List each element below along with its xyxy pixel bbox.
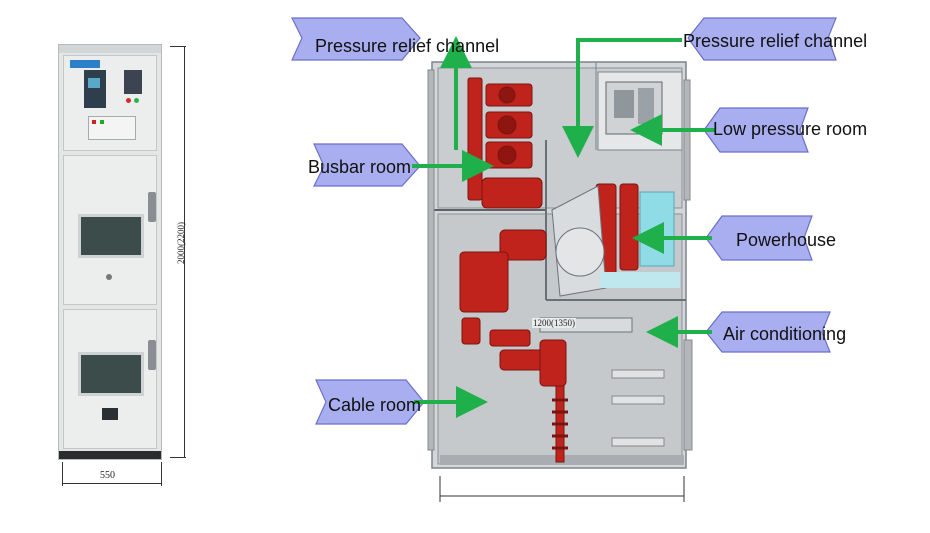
label-pressure-relief-left: Pressure relief channel — [315, 36, 500, 56]
low-pressure-room-compartment — [597, 71, 683, 151]
lower-door — [63, 309, 157, 449]
relay-panel — [63, 55, 157, 151]
label-busbar-room: Busbar room — [308, 157, 412, 177]
width-dimension-label: 550 — [100, 470, 115, 481]
label-low-pressure-room: Low pressure room — [713, 119, 868, 139]
label-pressure-relief-right: Pressure relief channel — [683, 31, 868, 51]
label-powerhouse: Powerhouse — [736, 230, 837, 250]
depth-dimension-line — [439, 476, 685, 502]
switchgear-cabinet-photo — [58, 44, 162, 460]
callouts — [291, 17, 837, 425]
label-cable-room: Cable room — [328, 395, 422, 415]
breaker-internals — [539, 185, 680, 447]
depth-dimension-label: 1200(1350) — [532, 318, 576, 328]
callout-busbar — [313, 143, 421, 187]
callout-pressure-relief-right — [687, 17, 837, 61]
label-air-conditioning: Air conditioning — [723, 324, 847, 344]
middle-door — [63, 155, 157, 305]
callout-cable-room — [315, 379, 425, 425]
arrows — [412, 36, 716, 418]
arrow-pressure-relief-right — [562, 38, 682, 158]
height-dimension-line — [184, 46, 185, 458]
width-dimension-line — [62, 483, 162, 484]
callout-pressure-relief-left — [291, 17, 421, 61]
